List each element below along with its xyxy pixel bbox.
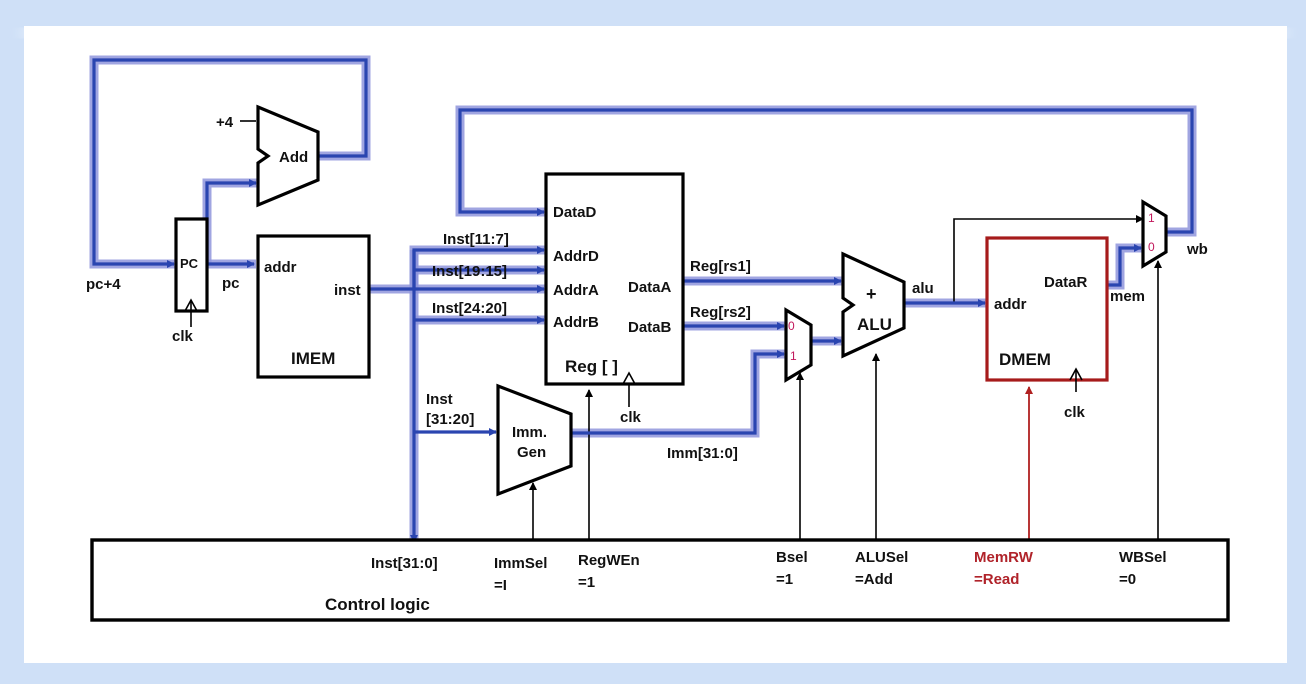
register-file: DataD AddrD AddrA AddrB DataA DataB Reg … — [544, 172, 685, 386]
reg-clk-label: clk — [620, 409, 642, 426]
inst-19-15-label: Inst[19:15] — [432, 263, 507, 280]
dmem-label: DMEM — [999, 350, 1051, 369]
wbsel-name: WBSel — [1119, 549, 1167, 566]
inst-31-20-label-1: Inst — [426, 391, 453, 408]
imm-gen-label-1: Imm. — [512, 424, 547, 441]
regfile-label: Reg [ ] — [565, 357, 618, 376]
dmem-datar-port: DataR — [1044, 274, 1088, 291]
dmem-block: addr DataR DMEM — [985, 236, 1109, 382]
memrw-name: MemRW — [974, 549, 1034, 566]
mem-label: mem — [1110, 288, 1145, 305]
imm-gen-label-2: Gen — [517, 444, 546, 461]
bsel-name: Bsel — [776, 549, 808, 566]
alu-plus-symbol: + — [866, 284, 877, 304]
regwen-name: RegWEn — [578, 552, 640, 569]
imem-block: addr inst IMEM — [256, 234, 371, 379]
bsel-value: =1 — [776, 571, 793, 588]
pc-register-label: PC — [180, 256, 199, 271]
alu-label: ALU — [857, 315, 892, 334]
memrw-value: =Read — [974, 571, 1019, 588]
inst-31-0-label: Inst[31:0] — [371, 555, 438, 572]
immsel-name: ImmSel — [494, 555, 547, 572]
plus4-label: +4 — [216, 114, 234, 131]
pc-register: PC — [174, 217, 209, 313]
imm-label: Imm[31:0] — [667, 445, 738, 462]
imm-gen-block: Imm. Gen — [496, 383, 573, 497]
reg-addrd-port: AddrD — [553, 248, 599, 265]
alusel-name: ALUSel — [855, 549, 908, 566]
pc-clk-label: clk — [172, 328, 194, 345]
wb-label: wb — [1186, 241, 1208, 258]
pc-label: pc — [222, 275, 240, 292]
signal-labels: Inst[11:7] Inst[19:15] Inst[24:20] Inst … — [426, 231, 1208, 462]
bsel-mux-input-0: 0 — [788, 319, 795, 333]
bsel-mux: 0 1 — [784, 307, 813, 383]
wbsel-mux: 1 0 — [1141, 199, 1168, 269]
alu-block: + ALU — [841, 251, 906, 359]
inst-31-20-label-2: [31:20] — [426, 411, 474, 428]
immsel-value: =I — [494, 577, 507, 594]
wbsel-value: =0 — [1119, 571, 1136, 588]
control-logic-label: Control logic — [325, 595, 430, 614]
bus-wires — [92, 58, 1194, 543]
reg-datab-port: DataB — [628, 319, 672, 336]
bsel-mux-input-1: 1 — [790, 349, 797, 363]
dmem-clk-label: clk — [1064, 404, 1086, 421]
reg-addra-port: AddrA — [553, 282, 599, 299]
wbsel-mux-input-1: 1 — [1148, 211, 1155, 225]
inst-11-7-label: Inst[11:7] — [443, 231, 509, 248]
wbsel-mux-input-0: 0 — [1148, 240, 1155, 254]
alusel-value: =Add — [855, 571, 893, 588]
dmem-addr-port: addr — [994, 296, 1027, 313]
reg-datad-port: DataD — [553, 204, 597, 221]
control-logic-block: Control logic Inst[31:0] ImmSel =I RegWE… — [90, 538, 1230, 622]
reg-dataa-port: DataA — [628, 279, 672, 296]
regwen-value: =1 — [578, 574, 595, 591]
inst-24-20-label: Inst[24:20] — [432, 300, 507, 317]
pc-plus4-label: pc+4 — [86, 276, 121, 293]
reg-rs2-label: Reg[rs2] — [690, 304, 751, 321]
alu-out-label: alu — [912, 280, 934, 297]
imem-inst-port: inst — [334, 282, 361, 299]
imem-label: IMEM — [291, 349, 335, 368]
reg-addrb-port: AddrB — [553, 314, 599, 331]
imem-addr-port: addr — [264, 259, 297, 276]
adder-label: Add — [279, 149, 308, 166]
adder-block: Add — [256, 104, 320, 208]
reg-rs1-label: Reg[rs1] — [690, 258, 751, 275]
control-wires — [240, 120, 1162, 540]
